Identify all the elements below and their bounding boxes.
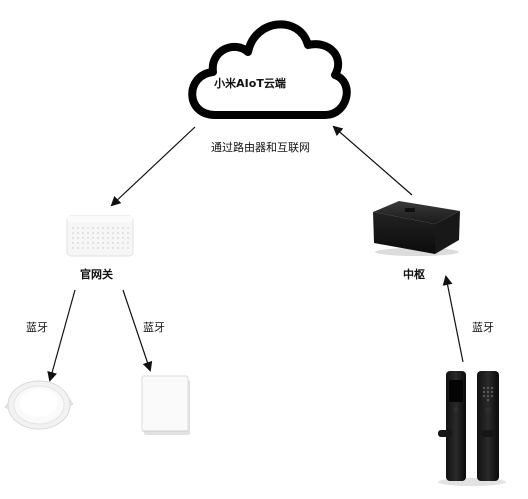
cloud-label: 小米AIoT云端 (214, 77, 286, 90)
cloud-icon (188, 20, 351, 119)
internet-link-label: 通过路由器和互联网 (211, 141, 310, 154)
hub-device-icon (373, 201, 460, 256)
bluetooth-label-light: 蓝牙 (26, 321, 48, 334)
arrow-lock-to-hub (442, 275, 464, 363)
bluetooth-label-switch: 蓝牙 (143, 321, 165, 334)
gateway-device-icon (66, 215, 134, 257)
gateway-label: 官网关 (80, 268, 113, 281)
smart-lock-device-icon (438, 371, 506, 486)
arrow-cloud-to-gateway (110, 126, 196, 207)
arrow-gateway-to-light (47, 289, 76, 382)
bluetooth-label-lock: 蓝牙 (472, 321, 494, 334)
arrow-gateway-to-switch (122, 289, 153, 372)
wall-switch-device-icon (141, 375, 190, 435)
arrow-hub-to-cloud (332, 125, 413, 196)
hub-label: 中枢 (403, 268, 425, 281)
downlight-device-icon (4, 380, 74, 430)
